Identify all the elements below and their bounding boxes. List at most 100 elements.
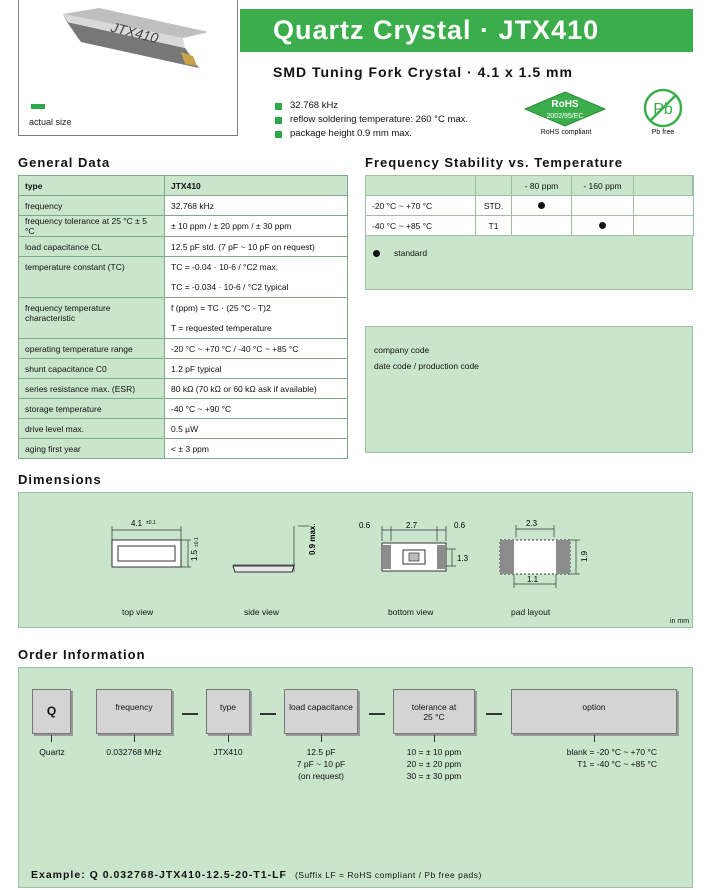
cell-key: storage temperature <box>18 398 165 419</box>
table-row: aging first year< ± 3 ppm <box>18 438 348 459</box>
cell-key: type <box>18 175 165 196</box>
dot-icon <box>599 221 606 229</box>
top-view-caption: top view <box>122 607 154 617</box>
temp-range: -20 °C ~ +70 °C <box>365 195 476 216</box>
feature-list: 32.768 kHz reflow soldering temperature:… <box>275 99 468 141</box>
unit-label: in mm <box>670 618 690 625</box>
svg-text:0.9 max.: 0.9 max. <box>308 523 317 555</box>
cell-key: operating temperature range <box>18 338 165 359</box>
svg-text:1.5: 1.5 <box>190 549 199 561</box>
order-value-frequency: 0.032768 MHz <box>106 747 162 757</box>
cell-key: load capacitance CL <box>18 236 165 257</box>
order-info-panel: Q frequency type load capacitance tolera… <box>18 667 693 888</box>
svg-text:0.6: 0.6 <box>454 521 466 530</box>
svg-text:2002/95/EC: 2002/95/EC <box>547 113 584 120</box>
svg-text:RoHS: RoHS <box>551 99 579 110</box>
svg-text:2.7: 2.7 <box>406 521 418 530</box>
marking-line: company code <box>374 345 430 355</box>
temp-code: T1 <box>475 215 512 236</box>
stability-mark <box>511 215 572 236</box>
table-row: -40 °C ~ +85 °C T1 <box>365 215 694 236</box>
order-box-frequency: frequency <box>96 689 172 734</box>
dimension-drawings: 4.1 ±0.1 1.5 ±0.1 0.9 max. 0.6 2.7 <box>111 519 589 588</box>
order-box-tolerance: tolerance at 25 °C <box>393 689 475 734</box>
title-bar: Quartz Crystal · JTX410 <box>240 9 693 52</box>
order-box-option: option <box>511 689 677 734</box>
separator-dash <box>182 713 198 715</box>
side-view-caption: side view <box>244 607 279 617</box>
table-row: drive level max.0.5 µW <box>18 418 348 439</box>
marking-line: date code / production code <box>374 361 479 371</box>
column-header: - 80 ppm <box>511 175 572 196</box>
table-row: operating temperature range-20 °C ~ +70 … <box>18 338 348 359</box>
pad-layout-caption: pad layout <box>511 607 551 617</box>
cell-key: series resistance max. (ESR) <box>18 378 165 399</box>
cell-key: shunt capacitance C0 <box>18 358 165 379</box>
svg-text:±0.1: ±0.1 <box>194 537 200 547</box>
pad-layout-drawing: 2.3 1.9 1.1 <box>499 519 589 588</box>
dimensions-panel: 4.1 ±0.1 1.5 ±0.1 0.9 max. 0.6 2.7 <box>18 492 693 628</box>
cell-value: < ± 3 ppm <box>164 438 348 459</box>
side-view-drawing: 0.9 max. <box>232 523 317 573</box>
cell-key: aging first year <box>18 438 165 459</box>
dimensions-heading: Dimensions <box>18 472 102 487</box>
feature-item: reflow soldering temperature: 260 °C max… <box>275 113 468 127</box>
rohs-caption: RoHS compliant <box>540 129 592 136</box>
table-row: storage temperature-40 °C ~ +90 °C <box>18 398 348 419</box>
temp-range: -40 °C ~ +85 °C <box>365 215 476 236</box>
cell-key: frequency <box>18 195 165 216</box>
svg-text:1.1: 1.1 <box>527 575 539 584</box>
order-info-heading: Order Information <box>18 647 146 662</box>
feature-item: 32.768 kHz <box>275 99 468 113</box>
cell-value: -20 °C ~ +70 °C / -40 °C ~ +85 °C <box>164 338 348 359</box>
cell-key: drive level max. <box>18 418 165 439</box>
cell-value: ± 10 ppm / ± 20 ppm / ± 30 ppm <box>164 215 348 237</box>
actual-size-label: actual size <box>29 117 72 127</box>
table-row: -20 °C ~ +70 °C STD. <box>365 195 694 216</box>
table-row: temperature constant (TC)TC = -0.04 · 10… <box>18 256 348 298</box>
pb-caption: Pb free <box>651 129 675 136</box>
actual-size-marker <box>31 104 45 109</box>
page-title: Quartz Crystal · JTX410 <box>273 15 600 45</box>
svg-text:1.3: 1.3 <box>457 554 469 563</box>
cell-key: temperature constant (TC) <box>18 256 165 298</box>
order-value-type: JTX410 <box>213 747 243 757</box>
order-example: Example: Q 0.032768-JTX410-12.5-20-T1-LF… <box>31 869 482 881</box>
cell-value: 32.768 kHz <box>164 195 348 216</box>
freq-stability-heading: Frequency Stability vs. Temperature <box>365 155 623 170</box>
top-view-drawing: 4.1 ±0.1 1.5 ±0.1 <box>111 519 200 568</box>
cell-value: 0.5 µW <box>164 418 348 439</box>
bullet-square-icon <box>275 130 282 138</box>
rohs-badge-icon: RoHS 2002/95/EC <box>524 91 606 127</box>
bottom-view-caption: bottom view <box>388 607 434 617</box>
order-value-quartz: Quartz <box>39 747 65 757</box>
order-box-quartz: Q <box>32 689 71 734</box>
svg-text:1.9: 1.9 <box>580 550 589 562</box>
dot-icon <box>538 201 545 209</box>
svg-text:Pb: Pb <box>653 101 673 118</box>
order-value-option: blank = -20 °C ~ +70 °C T1 = -40 °C ~ +8… <box>566 747 657 769</box>
cell-value: 12.5 pF std. (7 pF ~ 10 pF on request) <box>164 236 348 257</box>
table-row: frequency tolerance at 25 °C ± 5 °C± 10 … <box>18 215 348 237</box>
cell-value: 1.2 pF typical <box>164 358 348 379</box>
bullet-square-icon <box>275 102 282 110</box>
separator-dash <box>260 713 276 715</box>
cell-value: JTX410 <box>164 175 348 196</box>
cell-value: -40 °C ~ +90 °C <box>164 398 348 419</box>
general-data-heading: General Data <box>18 155 111 170</box>
cell-key: frequency temperature characteristic <box>18 297 165 339</box>
crystal-chip-image: JTX410 <box>63 8 207 68</box>
order-value-tolerance: 10 = ± 10 ppm 20 = ± 20 ppm 30 = ± 30 pp… <box>406 747 462 781</box>
bullet-square-icon <box>275 116 282 124</box>
order-value-load-capacitance: 12.5 pF 7 pF ~ 10 pF (on request) <box>296 747 346 781</box>
stability-mark <box>571 195 634 216</box>
temp-code: STD. <box>475 195 512 216</box>
cell-key: frequency tolerance at 25 °C ± 5 °C <box>18 215 165 237</box>
marking-panel: company code date code / production code <box>365 326 693 453</box>
